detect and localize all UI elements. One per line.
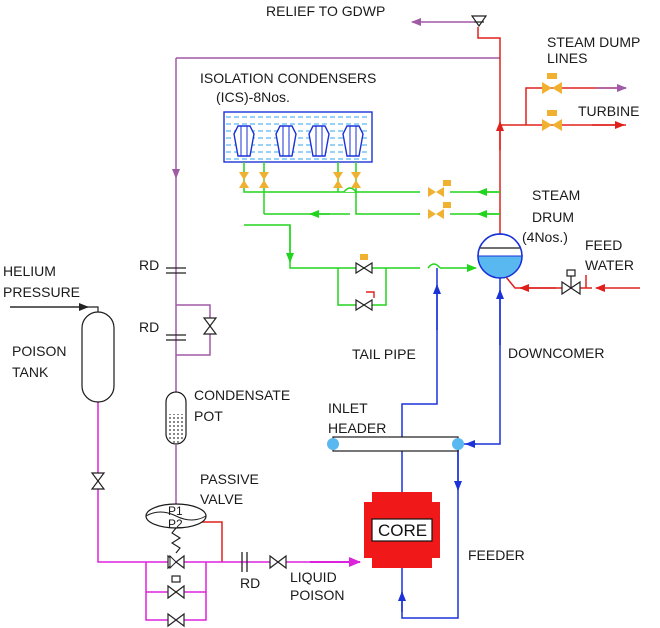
feeder-label: FEEDER — [468, 547, 525, 563]
pot-label: POT — [194, 408, 223, 424]
core-label: CORE — [378, 521, 427, 540]
steam-drum-label: STEAM — [532, 187, 580, 203]
feed-label: FEED — [585, 237, 622, 253]
drum-count-label: (4Nos.) — [522, 229, 568, 245]
valve-label: VALVE — [200, 491, 243, 507]
steam-dump-lines-label: LINES — [547, 50, 587, 66]
helium-label: HELIUM — [3, 263, 56, 279]
labels: RELIEF TO GDWP STEAM DUMP LINES TURBINE … — [3, 3, 640, 603]
pressure-label: PRESSURE — [3, 284, 80, 300]
passive-label: PASSIVE — [200, 471, 259, 487]
condenser-valves — [239, 172, 451, 219]
poison-tank — [81, 311, 115, 403]
turbine-label: TURBINE — [578, 103, 639, 119]
condensate-arrows — [309, 188, 500, 218]
water-label: WATER — [585, 257, 634, 273]
p2-label: P2 — [168, 517, 183, 531]
relief-valve — [470, 15, 488, 28]
steam-dump-label: STEAM DUMP — [547, 34, 640, 50]
passive-valve — [145, 503, 207, 570]
loop-valves — [355, 261, 373, 312]
relief-label: RELIEF TO GDWP — [266, 3, 385, 19]
steam-lines — [176, 27, 640, 562]
condensate-pot — [165, 391, 187, 445]
core — [364, 492, 440, 568]
helium-line — [10, 306, 99, 312]
poison-liquid-label: POISON — [290, 587, 344, 603]
coolant-lines — [398, 268, 504, 619]
poison-valves — [90, 317, 287, 628]
feed-valve — [561, 269, 581, 296]
rd-label-2: RD — [139, 319, 159, 335]
inlet-header — [327, 436, 464, 452]
tail-pipe-label: TAIL PIPE — [352, 346, 416, 362]
rupture-discs — [166, 267, 248, 572]
steam-drum — [477, 233, 523, 279]
header-label: HEADER — [328, 420, 386, 436]
downcomer-label: DOWNCOMER — [508, 345, 604, 361]
liquid-label: LIQUID — [290, 569, 337, 585]
poison-label: POISON — [12, 343, 66, 359]
rd-label-1: RD — [139, 257, 159, 273]
inlet-label: INLET — [328, 400, 368, 416]
line-hops — [343, 187, 441, 269]
tank-label: TANK — [12, 364, 49, 380]
condensate-lines — [243, 162, 500, 306]
ics-count-label: (ICS)-8Nos. — [216, 89, 290, 105]
p1-label: P1 — [168, 504, 183, 518]
steam-valves — [542, 73, 562, 131]
isolation-condensers — [223, 111, 373, 163]
drum-label: DRUM — [532, 209, 574, 225]
rd-label-3: RD — [240, 575, 260, 591]
condensate-label: CONDENSATE — [194, 387, 290, 403]
ics-label: ISOLATION CONDENSERS — [200, 70, 376, 86]
